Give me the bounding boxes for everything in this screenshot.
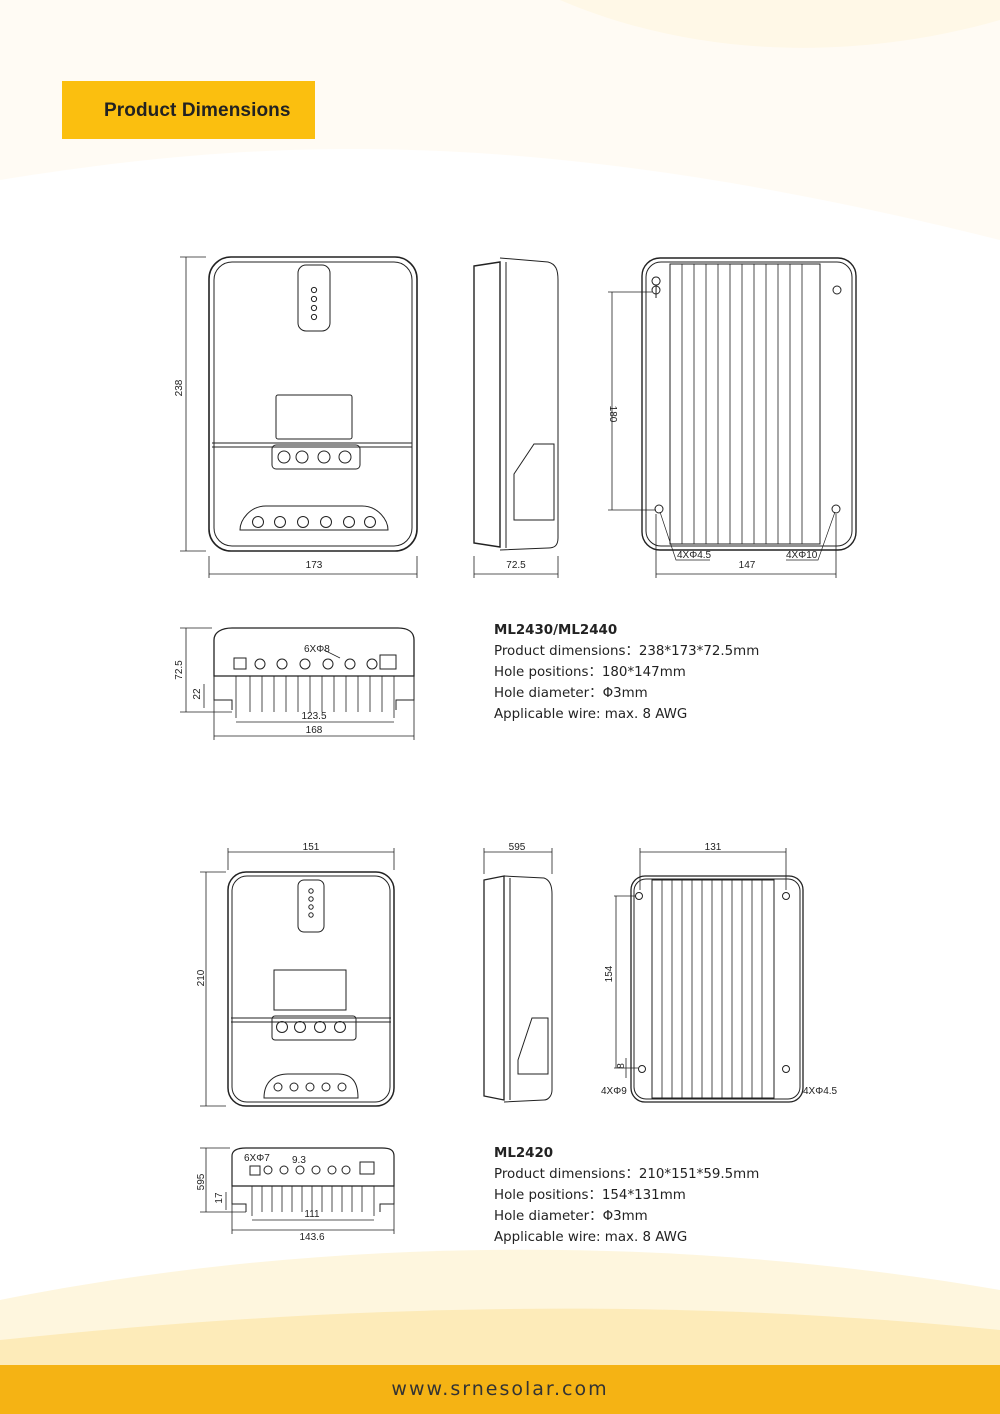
- model-b-bottom-pitch: 9.3: [292, 1155, 306, 1166]
- model-a-back-h-spacing: 147: [739, 560, 756, 571]
- model-b-back-v-spacing: 154: [604, 965, 615, 982]
- model-a-spec-hole-positions: Hole positions：180*147mm: [494, 665, 686, 680]
- model-b-back-hole-right: 4XΦ4.5: [803, 1086, 838, 1097]
- model-a-side-depth: 72.5: [506, 560, 526, 571]
- model-a-front-width: 173: [306, 560, 323, 571]
- model-b-name: ML2420: [494, 1146, 554, 1161]
- model-a-spec-wire: Applicable wire: max. 8 AWG: [494, 707, 688, 722]
- model-a-bottom-height: 72.5: [174, 660, 185, 680]
- model-b-bottom-holes: 6XΦ7: [244, 1153, 270, 1164]
- model-b-bottom-width: 143.6: [299, 1232, 324, 1243]
- model-a-bottom-inner: 123.5: [301, 711, 326, 722]
- header-banner: Product Dimensions: [62, 81, 315, 139]
- model-b-bottom-height: 595: [196, 1173, 207, 1190]
- model-a-bottom-view: [180, 627, 415, 740]
- model-b-spec-wire: Applicable wire: max. 8 AWG: [494, 1230, 688, 1245]
- model-b-bottom-view: [200, 1147, 395, 1234]
- model-a-back-hole-left: 4XΦ4.5: [677, 550, 712, 561]
- model-b-specs: ML2420 Product dimensions：210*151*59.5mm…: [494, 1143, 759, 1248]
- model-b-front-view: [200, 848, 395, 1107]
- model-b-spec-hole-positions: Hole positions：154*131mm: [494, 1188, 686, 1203]
- model-b-spec-hole-diameter: Hole diameter：Φ3mm: [494, 1209, 648, 1224]
- model-a-front-height: 238: [174, 379, 185, 396]
- model-a-spec-hole-diameter: Hole diameter：Φ3mm: [494, 686, 648, 701]
- model-a-specs: ML2430/ML2440 Product dimensions：238*173…: [494, 620, 759, 725]
- model-b-side-depth: 595: [509, 842, 526, 853]
- model-a-back-v-spacing: 180: [607, 406, 618, 423]
- model-a-spec-dimensions: Product dimensions：238*173*72.5mm: [494, 644, 760, 659]
- model-a-back-hole-right: 4XΦ10: [786, 550, 818, 561]
- model-a-bottom-foot: 22: [192, 688, 203, 700]
- model-b-front-width: 151: [303, 842, 320, 853]
- model-a-bottom-holes: 6XΦ8: [304, 644, 330, 655]
- footer-bar: www.srnesolar.com: [0, 1365, 1000, 1414]
- model-a-bottom-width: 168: [306, 725, 323, 736]
- model-b-side-view: [483, 848, 553, 1103]
- model-b-front-height: 210: [196, 969, 207, 986]
- model-a-back-view: [608, 257, 857, 578]
- page-title: Product Dimensions: [104, 100, 291, 121]
- model-b-back-hole-left: 4XΦ9: [601, 1086, 627, 1097]
- model-a-front-view: [180, 256, 418, 578]
- model-b-back-view: [614, 848, 804, 1103]
- footer-website: www.srnesolar.com: [391, 1378, 609, 1400]
- model-b-spec-dimensions: Product dimensions：210*151*59.5mm: [494, 1167, 760, 1182]
- model-a-side-view: [473, 257, 559, 578]
- model-b-back-h-spacing: 131: [705, 842, 722, 853]
- model-b-bottom-inner: 111: [304, 1209, 320, 1220]
- model-b-back-hole-small: 8: [616, 1063, 627, 1069]
- model-a-name: ML2430/ML2440: [494, 623, 618, 638]
- model-b-bottom-foot: 17: [214, 1192, 225, 1204]
